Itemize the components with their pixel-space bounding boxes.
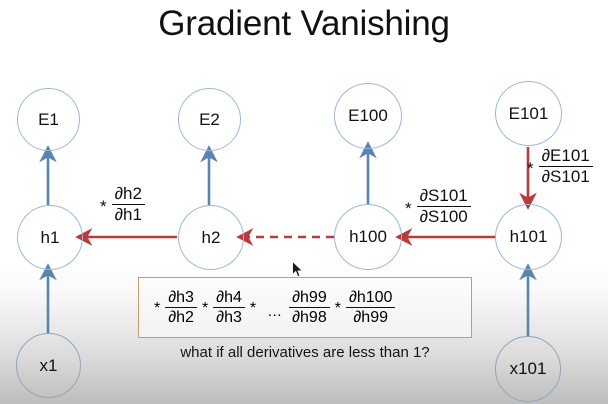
- ellipsis: …: [267, 303, 284, 320]
- node-h2[interactable]: h2: [178, 205, 244, 270]
- node-label: h2: [201, 227, 221, 247]
- fraction: ∂h3∂h2: [165, 288, 197, 327]
- mouse-cursor: [292, 261, 304, 278]
- fraction-denominator: ∂h2: [168, 309, 194, 326]
- fraction-numerator: ∂E101: [538, 146, 593, 167]
- caption-text: what if all derivatives are less than 1?: [180, 344, 430, 361]
- node-h101[interactable]: h101: [495, 204, 562, 270]
- node-E101[interactable]: E101: [495, 81, 562, 146]
- node-label: E101: [508, 103, 549, 123]
- node-label: x1: [39, 355, 58, 375]
- node-x1[interactable]: x1: [16, 333, 81, 398]
- node-label: x101: [509, 359, 547, 378]
- formula-box: *∂h3∂h2*∂h4∂h3*…∂h99∂h98*∂h100∂h99: [138, 277, 472, 338]
- fraction-denominator: ∂S101: [541, 167, 590, 186]
- multiply-operator: *: [405, 199, 412, 218]
- fraction-numerator: ∂h3: [165, 288, 197, 308]
- fraction: ∂h2 ∂h1: [111, 184, 145, 225]
- node-label: h100: [349, 227, 387, 246]
- fraction-numerator: ∂h2: [111, 184, 145, 205]
- fraction-denominator: ∂h1: [114, 205, 142, 224]
- multiply-operator: *: [154, 299, 161, 317]
- fraction: ∂h99∂h98: [289, 288, 330, 327]
- edge-label-dS101-dS100: * ∂S101 ∂S100: [405, 186, 471, 227]
- fraction-numerator: ∂S101: [416, 186, 471, 207]
- multiply-operator: *: [527, 159, 534, 178]
- node-h100[interactable]: h100: [334, 204, 402, 270]
- node-h1[interactable]: h1: [17, 205, 83, 270]
- multiply-operator: *: [334, 299, 341, 317]
- node-label: E100: [348, 106, 388, 125]
- fraction-denominator: ∂h3: [216, 309, 242, 326]
- fraction-numerator: ∂h4: [213, 288, 245, 308]
- multiply-operator: *: [100, 197, 107, 216]
- multiply-operator: *: [201, 299, 209, 317]
- fraction: ∂h100∂h99: [345, 288, 396, 327]
- node-label: h101: [509, 227, 548, 246]
- node-label: E1: [38, 109, 59, 129]
- fraction-numerator: ∂h99: [289, 288, 330, 308]
- fraction-numerator: ∂h100: [345, 288, 396, 308]
- fraction-denominator: ∂S100: [419, 207, 468, 226]
- node-label: h1: [40, 227, 60, 247]
- multiply-operator: *: [249, 299, 257, 317]
- fraction-denominator: ∂h98: [292, 309, 327, 326]
- node-E1[interactable]: E1: [17, 88, 80, 151]
- node-E2[interactable]: E2: [178, 88, 241, 151]
- node-E100[interactable]: E100: [334, 83, 402, 149]
- fraction: ∂S101 ∂S100: [416, 186, 471, 227]
- edge-label-dh2-dh1: * ∂h2 ∂h1: [100, 184, 145, 225]
- edge-label-dE101-dS101: * ∂E101 ∂S101: [527, 146, 593, 187]
- node-label: E2: [199, 109, 220, 129]
- fraction: ∂h4∂h3: [213, 288, 245, 327]
- fraction-denominator: ∂h99: [353, 309, 388, 326]
- page-title: Gradient Vanishing: [158, 4, 450, 43]
- node-x101[interactable]: x101: [495, 336, 561, 402]
- fraction: ∂E101 ∂S101: [538, 146, 593, 187]
